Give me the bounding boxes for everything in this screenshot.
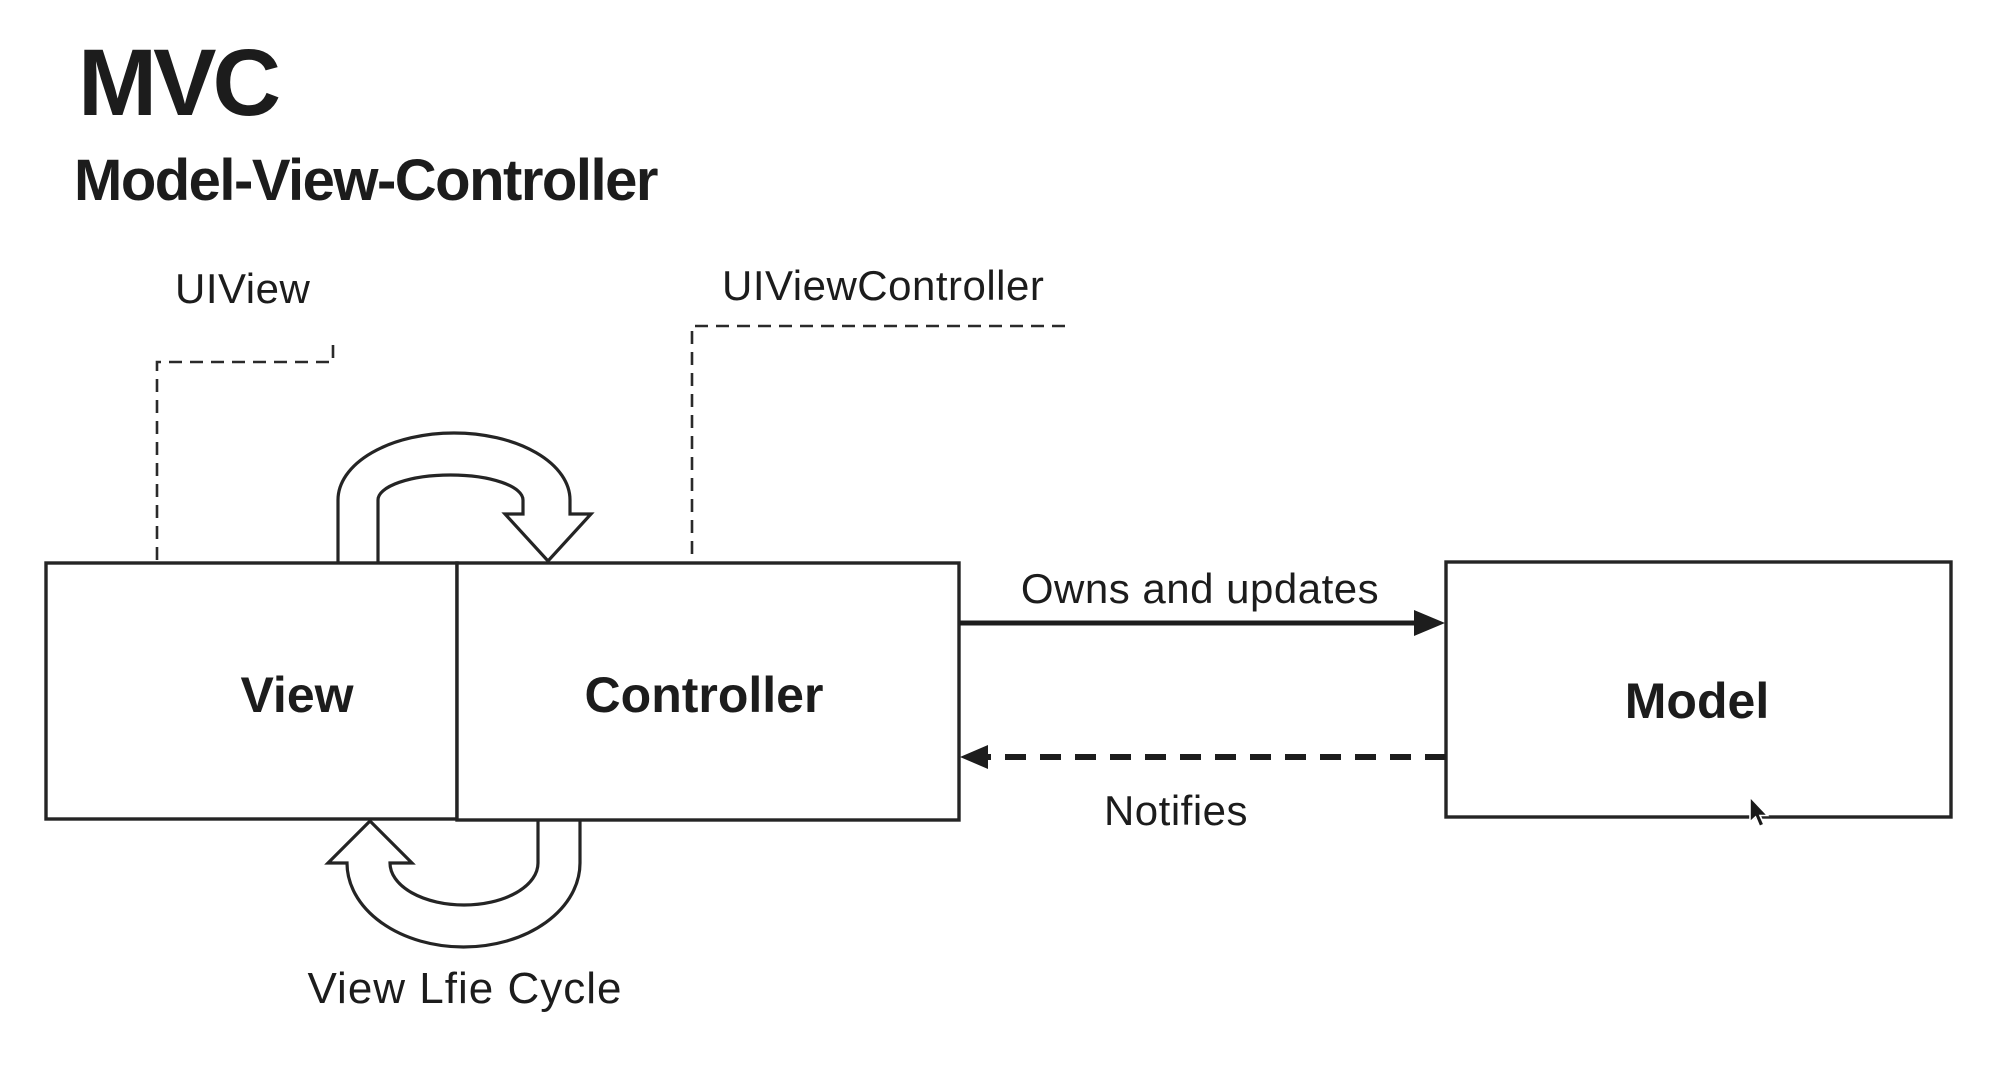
model-box-label: Model xyxy=(1624,673,1770,729)
notifies-arrow-label: Notifies xyxy=(1103,787,1249,834)
view-box xyxy=(44,561,459,821)
notifies-arrowhead xyxy=(960,745,988,769)
uiview-callout-label: UIView xyxy=(175,265,311,312)
model-box xyxy=(1444,560,1953,819)
page-title: MVC xyxy=(78,30,281,136)
controller-box-label: Controller xyxy=(584,667,824,723)
bottom-loop-arrow xyxy=(324,818,582,949)
page-subtitle: Model-View-Controller xyxy=(74,148,658,213)
top-loop-arrow xyxy=(336,431,595,564)
owns-arrow-label: Owns and updates xyxy=(1020,565,1380,612)
view-life-cycle-label: View Lfie Cycle xyxy=(307,964,623,1013)
controller-box xyxy=(455,561,961,822)
uiview-callout-line xyxy=(155,345,335,562)
uiviewcontroller-callout-line xyxy=(690,324,1065,562)
view-box-label: View xyxy=(240,667,354,723)
uiviewcontroller-callout-label: UIViewController xyxy=(722,262,1045,309)
owns-arrowhead xyxy=(1414,610,1445,636)
mouse-cursor-icon xyxy=(1749,794,1770,828)
